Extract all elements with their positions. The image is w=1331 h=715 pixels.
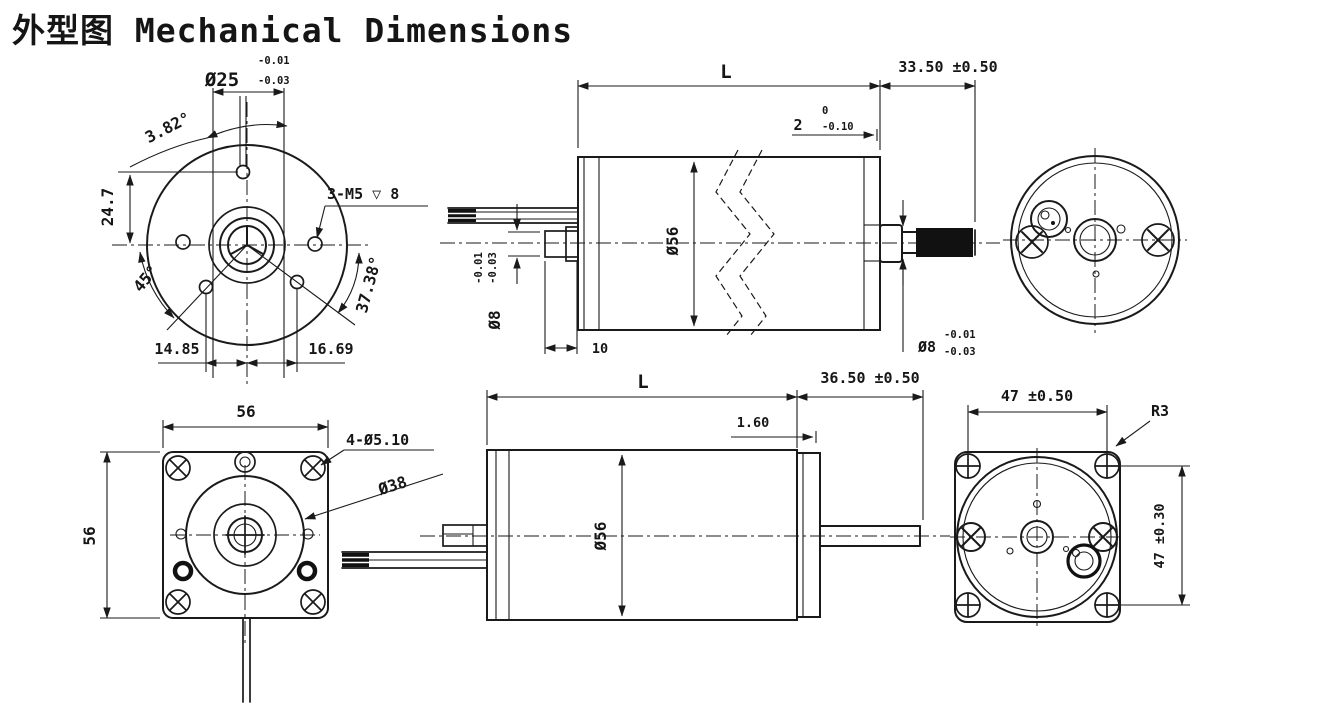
dim-rear-shaft-dia: Ø8 <box>485 310 504 330</box>
dim-step-tol-hi: 0 <box>822 105 828 117</box>
dim-rear-height: 47 ±0.30 <box>1152 503 1168 568</box>
lead-wires <box>341 551 488 569</box>
dim-step-top: 2 <box>793 116 802 134</box>
dim-front-tol-hi: -0.01 <box>944 329 976 341</box>
dim-boss-tol-hi: -0.01 <box>258 55 290 67</box>
top-center-hole <box>234 451 256 473</box>
rear-flange-view: 47 ±0.50 R3 47 ±0.30 <box>950 387 1190 628</box>
dim-shaft-ext-bottom: 36.50 ±0.50 <box>820 369 919 387</box>
side-hole <box>302 528 314 540</box>
dim-step-bottom: 1.60 <box>737 415 770 431</box>
hole-lower-right <box>289 274 305 290</box>
dim-flange-height: 56 <box>80 526 99 545</box>
dim-angle-right: 37.38° <box>352 254 385 315</box>
dim-offset-left: 14.85 <box>154 340 199 358</box>
screw-right <box>1088 522 1118 552</box>
corner-screws <box>165 455 326 615</box>
dim-rear-tol-lo: -0.03 <box>487 252 499 284</box>
pin-hole <box>1006 547 1014 555</box>
lead-wires <box>447 207 579 224</box>
dim-length-bottom: L <box>637 371 648 393</box>
dim-rear-width: 47 ±0.50 <box>1001 387 1073 405</box>
front-boss <box>879 224 903 263</box>
dim-rear-stub-length: 10 <box>592 341 608 357</box>
dim-corner-radius: R3 <box>1151 402 1169 420</box>
break-line <box>739 149 775 337</box>
dim-shaft-ext-top: 33.50 ±0.50 <box>898 58 997 76</box>
side-view-bottom: Ø56 L 36.50 ±0.50 1.60 <box>341 369 950 621</box>
dim-rear-tol-hi: -0.01 <box>473 252 485 284</box>
hole-lower-left <box>198 279 214 295</box>
dim-flange-width: 56 <box>236 402 255 421</box>
front-flange-view: Ø25 -0.01 -0.03 3.82° 3-M5 ▽ 8 24.7 45° … <box>98 55 428 384</box>
side-hole <box>175 528 187 540</box>
connector-port <box>1030 200 1072 238</box>
tap-note: 3-M5 ▽ 8 <box>327 185 399 203</box>
break-line <box>715 149 751 337</box>
tap-hole-right <box>307 236 323 252</box>
rear-shaft-stub <box>544 230 579 258</box>
dim-step-tol-lo: -0.10 <box>822 121 854 133</box>
motor-body <box>486 449 798 621</box>
corner-screws <box>955 453 1120 618</box>
connector-port <box>1062 543 1102 579</box>
rear-end-view <box>1003 148 1187 333</box>
dim-hole-height: 24.7 <box>98 188 117 227</box>
dim-boss-tol-lo: -0.03 <box>258 75 290 87</box>
center-bearing <box>1020 520 1054 554</box>
dim-body-dia-top: Ø56 <box>663 227 682 257</box>
mounting-flange-view: 56 56 4-Ø5.10 Ø38 <box>80 402 444 703</box>
dim-boss-dia: Ø25 <box>204 69 239 91</box>
tap-hole-top <box>235 164 251 180</box>
dim-offset-right: 16.69 <box>308 340 353 358</box>
dim-front-shaft-dia: Ø8 <box>917 338 936 356</box>
dim-body-dia-bottom: Ø56 <box>591 522 610 552</box>
threaded-shaft <box>916 228 973 257</box>
rivet <box>296 560 318 582</box>
screw-right <box>1141 223 1175 257</box>
side-view-top: Ø8 -0.01 -0.03 10 Ø56 L 33.50 ± <box>440 58 1000 358</box>
screw-left <box>1015 225 1049 259</box>
page-title: 外型图 Mechanical Dimensions <box>12 11 574 50</box>
pin-hole <box>1116 224 1126 234</box>
dim-front-tol-lo: -0.03 <box>944 346 976 358</box>
end-cap <box>796 452 821 618</box>
rivet <box>172 560 194 582</box>
dim-length-top: L <box>720 61 731 83</box>
screw-left <box>956 522 986 552</box>
dim-pilot-dia: Ø38 <box>375 472 409 499</box>
flange-holes-note: 4-Ø5.10 <box>346 431 409 449</box>
center-bearing <box>1073 218 1117 262</box>
dim-boss-angle: 3.82° <box>142 108 194 147</box>
pin-hole <box>1092 270 1100 278</box>
hole-left <box>175 234 191 250</box>
pin-hole <box>1032 499 1042 509</box>
